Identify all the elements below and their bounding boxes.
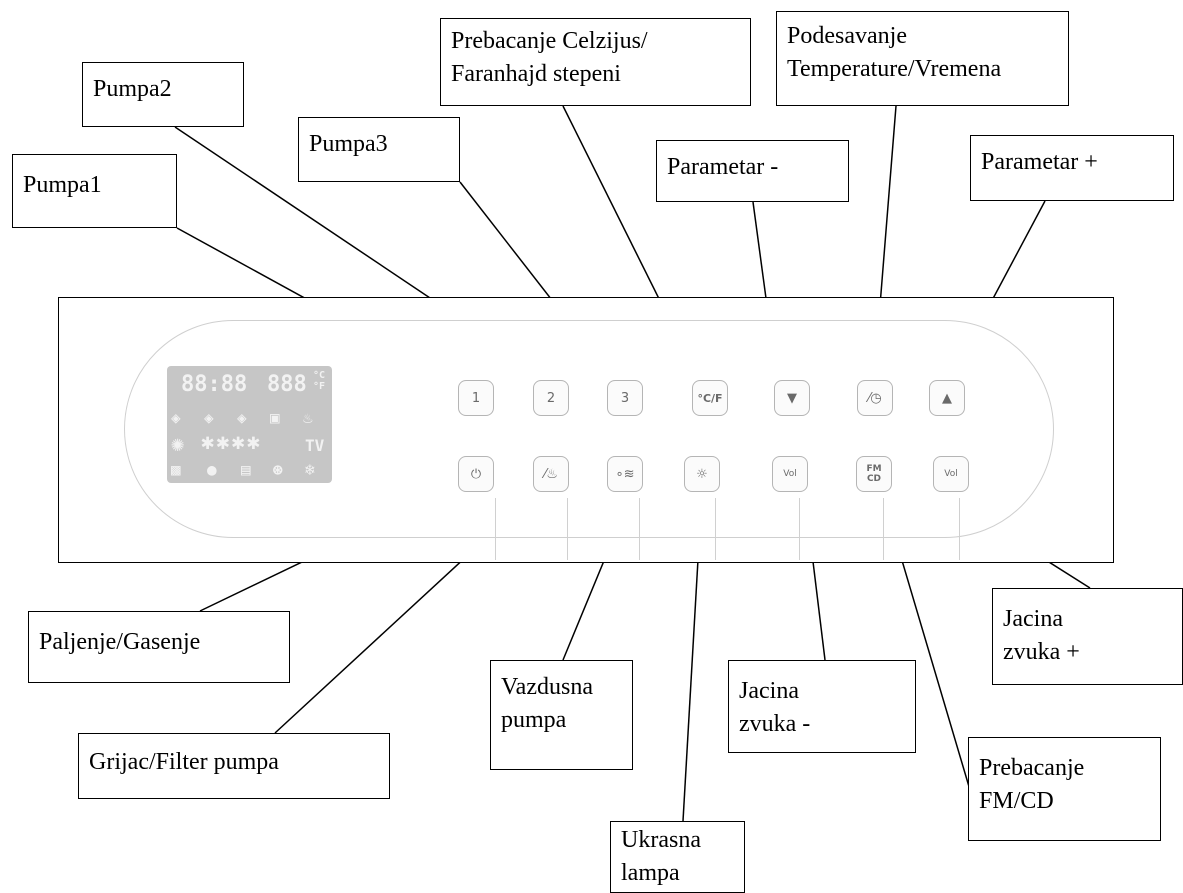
callout-parameter-minus: Parametar - [656, 140, 849, 202]
lcd-temp-digits: 888 [267, 372, 307, 397]
teapot-status-icon: ♨ [303, 408, 313, 427]
lcd-clock-digits: 88:88 [181, 372, 248, 397]
snow-status-icon: ❄ [305, 460, 315, 479]
temperature-time-button[interactable]: ⁄◷ [857, 380, 893, 416]
heater-filter-icon: ⁄♨ [544, 466, 558, 482]
lcd-tv-label: TV [305, 436, 325, 455]
callout-power: Paljenje/Gasenje [28, 611, 290, 683]
pump1-button[interactable]: 1 [458, 380, 494, 416]
trace-line [799, 498, 800, 560]
parameter-minus-button[interactable]: ▼ [774, 380, 810, 416]
celsius-fahrenheit-icon: °C/F [697, 391, 723, 405]
filter-status-icon: ▩ [171, 460, 181, 479]
pump-status-icon: ◈ [171, 408, 181, 427]
trace-line [883, 498, 884, 560]
lcd-unit: °C °F [313, 370, 326, 392]
lcd-segment-digits: ✱✱✱✱ [201, 430, 262, 455]
callout-pumpa2: Pumpa2 [82, 62, 244, 127]
fm-cd-icon: FM CD [866, 464, 882, 484]
callout-lamp: Ukrasna lampa [610, 821, 745, 893]
heater-filter-button[interactable]: ⁄♨ [533, 456, 569, 492]
drop-status-icon: ● [207, 460, 217, 479]
control-panel-frame: 88:88 888 °C °F ◈ ◈ ◈ ▣ ♨ ✺ ✱✱✱✱ TV ▩ ● … [58, 297, 1114, 563]
callout-air-pump: Vazdusna pumpa [490, 660, 633, 770]
trace-line [495, 498, 496, 560]
pump3-button[interactable]: 3 [607, 380, 643, 416]
control-panel-outline [124, 320, 1054, 538]
pump-status-icon: ◈ [237, 408, 247, 427]
trace-line [715, 498, 716, 560]
air-bubbles-icon: ∘≋ [615, 466, 635, 482]
callout-pumpa3: Pumpa3 [298, 117, 460, 182]
lcd-display: 88:88 888 °C °F ◈ ◈ ◈ ▣ ♨ ✺ ✱✱✱✱ TV ▩ ● … [167, 366, 332, 483]
volume-down-icon: Vol [783, 469, 797, 479]
pump-icon: 2 [546, 390, 556, 406]
pump-icon: 1 [471, 390, 481, 406]
pump-status-icon: ◈ [204, 408, 214, 427]
air-pump-button[interactable]: ∘≋ [607, 456, 643, 492]
callout-fm-cd: Prebacanje FM/CD [968, 737, 1161, 841]
lamp-button[interactable]: ☼ [684, 456, 720, 492]
fan-status-icon: ✺ [171, 432, 185, 457]
callout-parameter-plus: Parametar + [970, 135, 1174, 201]
wheel-status-icon: ⊛ [273, 460, 283, 479]
callout-pumpa1: Pumpa1 [12, 154, 177, 228]
up-arrow-icon: ▲ [942, 390, 952, 406]
trace-line [639, 498, 640, 560]
callout-volume-minus: Jacina zvuka - [728, 660, 916, 753]
ozone-status-icon: ▤ [241, 460, 251, 479]
temperature-clock-icon: ⁄◷ [868, 390, 882, 406]
celsius-fahrenheit-button[interactable]: °C/F [692, 380, 728, 416]
power-button[interactable]: ⏻ [458, 456, 494, 492]
heater-status-icon: ▣ [270, 408, 280, 427]
lamp-icon: ☼ [696, 466, 708, 482]
volume-up-icon: Vol [944, 469, 958, 479]
callout-temperature-time: Podesavanje Temperature/Vremena [776, 11, 1069, 106]
volume-plus-button[interactable]: Vol [933, 456, 969, 492]
power-icon: ⏻ [470, 466, 482, 482]
pump-icon: 3 [620, 390, 630, 406]
parameter-plus-button[interactable]: ▲ [929, 380, 965, 416]
trace-line [567, 498, 568, 560]
trace-line [959, 498, 960, 560]
volume-minus-button[interactable]: Vol [772, 456, 808, 492]
callout-heater-filter: Grijac/Filter pumpa [78, 733, 390, 799]
callout-volume-plus: Jacina zvuka + [992, 588, 1183, 685]
down-arrow-icon: ▼ [787, 390, 797, 406]
fm-cd-button[interactable]: FM CD [856, 456, 892, 492]
callout-celsius-fahrenheit: Prebacanje Celzijus/ Faranhajd stepeni [440, 18, 751, 106]
pump2-button[interactable]: 2 [533, 380, 569, 416]
